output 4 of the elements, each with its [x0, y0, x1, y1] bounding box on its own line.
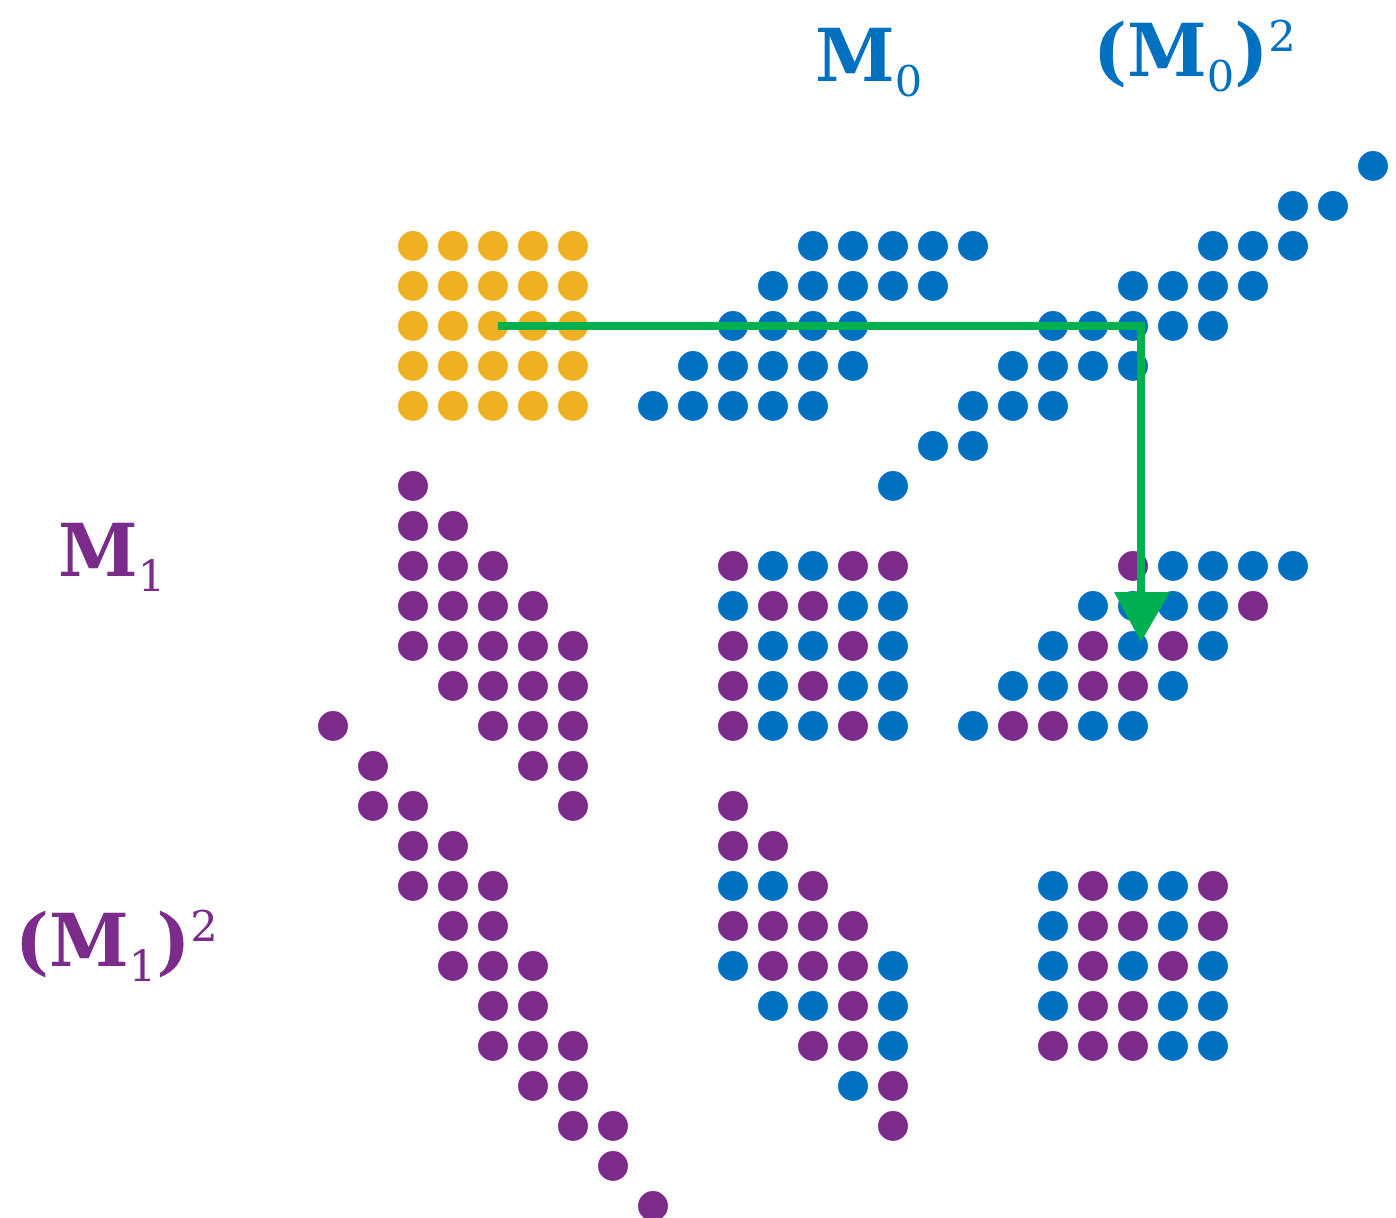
- matrix-label: M$_{1}$: [58, 515, 166, 599]
- matrix-label: (M$_{1}$)$^{2}$: [15, 905, 218, 989]
- matrix-label: M$_{0}$: [815, 20, 923, 104]
- matrix-label: (M$_{0}$)$^{2}$: [1093, 15, 1296, 99]
